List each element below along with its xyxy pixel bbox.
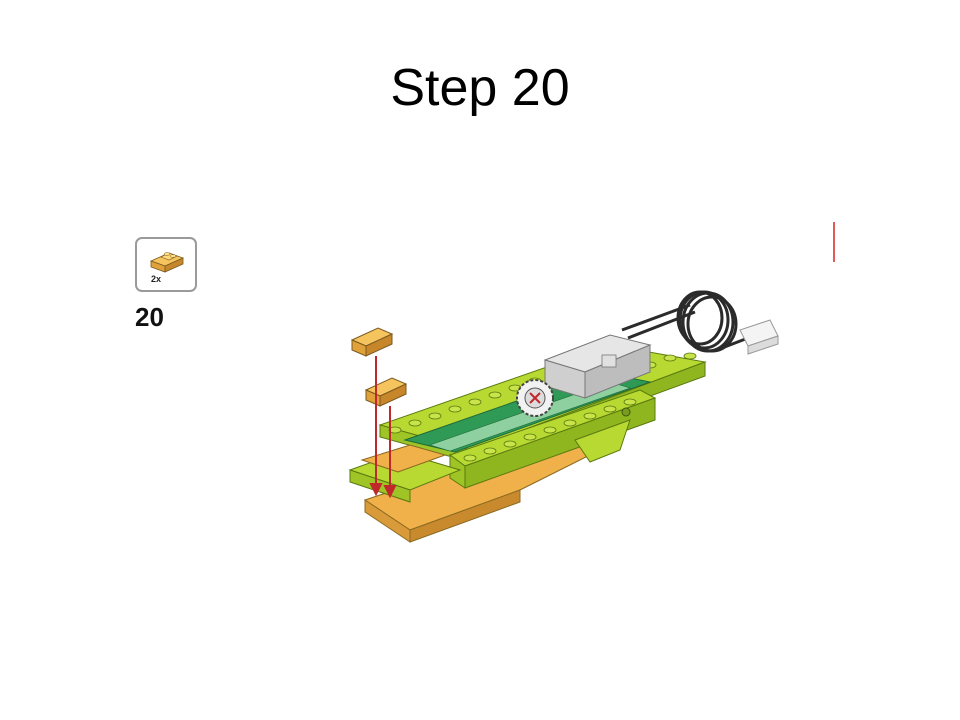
edge-marker	[833, 222, 835, 262]
slide-title: Step 20	[390, 59, 570, 117]
slope-brick-top	[350, 327, 394, 357]
placement-arrows	[369, 356, 397, 499]
parts-quantity: 2x	[151, 274, 162, 284]
slope-brick-bottom	[364, 377, 408, 407]
cable-connector	[739, 319, 779, 355]
gear	[516, 379, 554, 417]
yellow-slope-brick-icon	[149, 252, 185, 273]
step-number: 20	[135, 302, 164, 332]
parts-callout: 2x	[135, 237, 197, 292]
axle-hole	[621, 407, 631, 417]
motor	[543, 334, 652, 399]
sensor-cable	[621, 290, 749, 353]
